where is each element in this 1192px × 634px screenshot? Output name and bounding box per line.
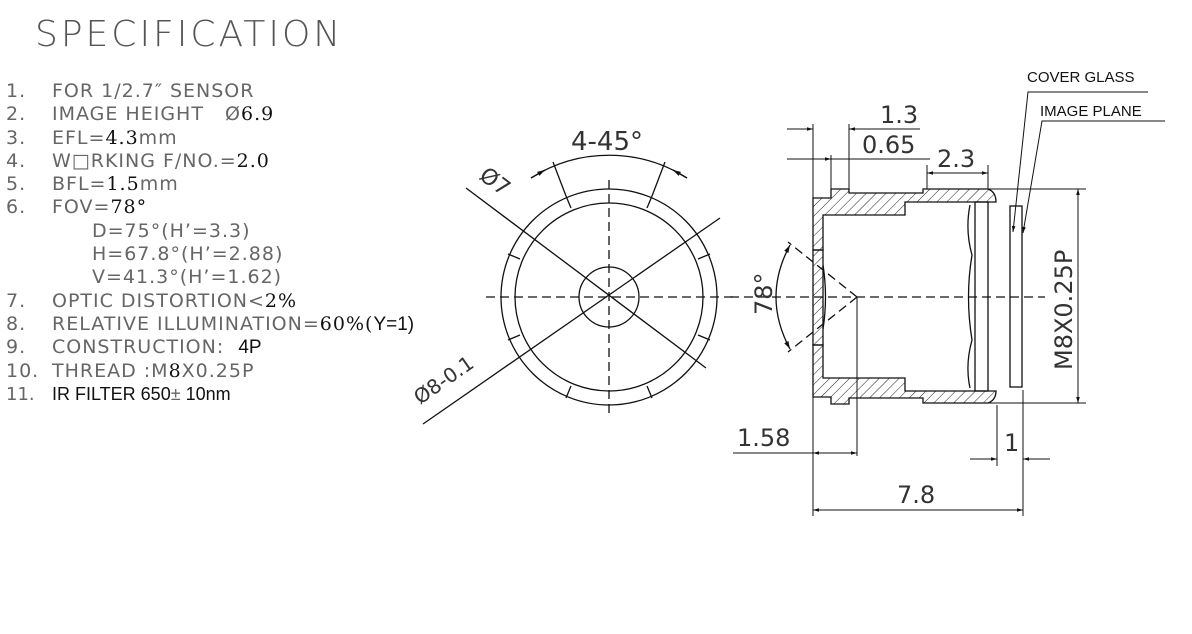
dim-7-8: 7.8 <box>897 481 935 509</box>
spec-value: 2.0 <box>236 149 270 172</box>
spec-unit: mm <box>138 126 178 149</box>
dim-0-65: 0.65 <box>862 131 915 159</box>
spec-unit: X0.25P <box>181 359 255 382</box>
dimension-lines <box>733 91 1165 512</box>
angle-label: 4-45° <box>571 127 643 157</box>
spec-item: 8. RELATIVE ILLUMINATION=60%(Y=1) <box>6 313 414 336</box>
spec-unit: 10nm <box>180 383 231 404</box>
spec-label: IMAGE HEIGHT Ø <box>52 103 242 126</box>
spec-item: 3. EFL=4.3mm <box>6 127 414 150</box>
spec-item: 7. OPTIC DISTORTION<2% <box>6 290 414 313</box>
spec-label: EFL= <box>52 126 106 149</box>
spec-value: 4P <box>238 337 262 359</box>
spec-label: W□RKING F/NO.= <box>52 149 237 172</box>
spec-item: 1. FOR 1/2.7″ SENSOR <box>6 80 414 103</box>
slot-ticks <box>507 195 711 399</box>
spec-number: 3. <box>6 126 27 149</box>
spec-value: 4.3 <box>105 126 139 149</box>
dia-7-line <box>465 187 707 369</box>
dim-1-3: 1.3 <box>880 101 918 129</box>
spec-subitem: H=67.8°(H’=2.88) <box>92 243 284 266</box>
spec-label: OPTIC DISTORTION< <box>52 289 265 312</box>
center-lines <box>486 180 735 415</box>
spec-number: 10. <box>6 359 40 382</box>
spec-label: FOV= <box>52 196 111 219</box>
spec-value: ± <box>170 383 181 404</box>
side-view <box>730 91 1165 516</box>
spec-item: 10. THREAD :M8X0.25P <box>6 360 414 383</box>
angle-arc <box>530 154 688 179</box>
spec-value: 6.9 <box>241 103 275 126</box>
spec-label: CONSTRUCTION: <box>52 336 239 359</box>
spec-label: THREAD :M <box>52 359 169 382</box>
spec-number: 4. <box>6 149 27 172</box>
spec-item: 5. BFL=1.5mm <box>6 173 414 196</box>
dia-8-label: Ø8-0.1 <box>409 351 478 409</box>
cover-glass-label: COVER GLASS <box>1027 69 1135 86</box>
barrel-lower <box>812 344 997 405</box>
thread-label: M8X0.25P <box>1050 250 1078 370</box>
spec-subitem: V=41.3°(H’=1.62) <box>92 266 283 289</box>
spec-value: 78° <box>110 196 148 219</box>
barrel-upper <box>812 188 997 251</box>
spec-number: 9. <box>6 336 27 359</box>
spec-label: RELATIVE ILLUMINATION= <box>52 312 320 335</box>
spec-number: 2. <box>6 103 27 126</box>
spec-unit: mm <box>139 173 179 196</box>
spec-label: BFL= <box>52 173 107 196</box>
spec-value: 8 <box>168 359 182 382</box>
front-view <box>422 154 735 425</box>
spec-value: 1.5 <box>106 173 140 196</box>
spec-number: 6. <box>6 196 27 219</box>
dim-2-3: 2.3 <box>937 145 975 173</box>
spec-label: IR FILTER 650 <box>52 383 171 404</box>
spec-item: 4. W□RKING F/NO.=2.0 <box>6 150 414 173</box>
spec-item: 6. FOV=78° <box>6 196 414 219</box>
extension-lines <box>812 124 1086 516</box>
fov-angle-label: 78° <box>750 272 778 315</box>
spec-number: 7. <box>6 289 27 312</box>
spec-item: 9. CONSTRUCTION: 4P <box>6 336 414 359</box>
dia-7-label: Ø7 <box>474 163 514 202</box>
image-plane-label: IMAGE PLANE <box>1040 103 1142 120</box>
spec-extra: Y=1) <box>373 313 415 335</box>
spec-number: 1. <box>6 80 27 102</box>
spec-label: FOR 1/2.7″ SENSOR <box>52 80 255 102</box>
spec-number: 11. <box>6 383 35 405</box>
dia-8-line <box>422 217 721 425</box>
spec-value: 2% <box>264 289 298 312</box>
spec-number: 5. <box>6 173 27 196</box>
dim-1-58: 1.58 <box>737 424 790 452</box>
spec-list: 1.FOR 1/2.7″ SENSOR 2.IMAGE HEIGHT Ø6.9 … <box>6 80 414 406</box>
spec-value: 60%( <box>319 312 374 335</box>
spec-subitem: D=75°(H’=3.3) <box>92 219 251 242</box>
dim-1: 1 <box>1004 429 1019 457</box>
spec-item: 11. IR FILTER 650± 10nm <box>6 383 414 406</box>
spec-number: 8. <box>6 312 27 335</box>
fov-arc <box>775 244 791 350</box>
spec-item: 2. IMAGE HEIGHT Ø6.9 <box>6 103 414 126</box>
optical-axis <box>730 241 1045 353</box>
page-title: SPECIFICATION <box>35 14 344 55</box>
